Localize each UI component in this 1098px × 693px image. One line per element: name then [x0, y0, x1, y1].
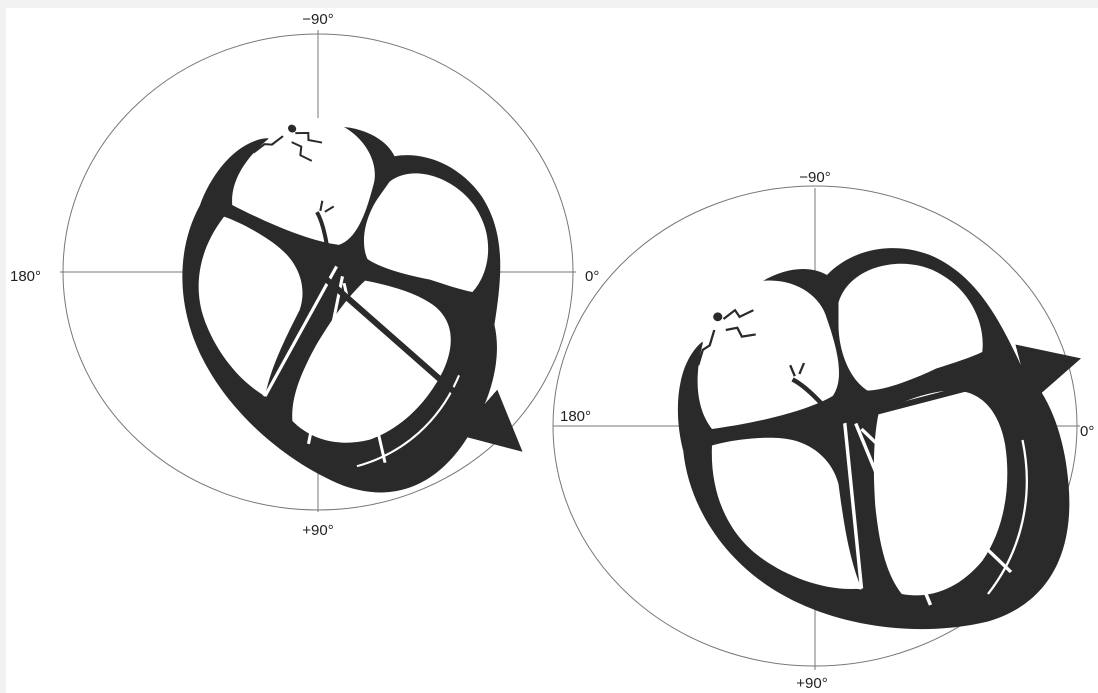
label-left: 180°: [560, 408, 591, 425]
label-top: −90°: [302, 11, 333, 28]
diagram-1: −90° +90° 180° 0°: [10, 11, 599, 539]
label-right: 0°: [1080, 423, 1094, 440]
label-right: 0°: [585, 268, 599, 285]
label-bottom: +90°: [302, 522, 333, 539]
label-top: −90°: [799, 169, 830, 186]
label-left: 180°: [10, 268, 41, 285]
heart-image: [678, 248, 1069, 629]
label-bottom: +90°: [796, 675, 827, 692]
diagram-2: −90° +90° 180° 0°: [553, 169, 1094, 692]
